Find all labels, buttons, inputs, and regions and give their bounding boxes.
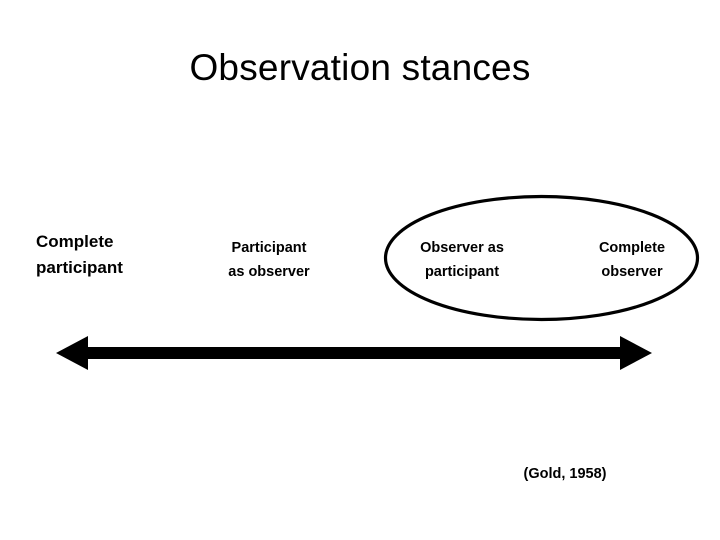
arrow-head-right xyxy=(620,336,652,370)
arrow-head-left xyxy=(56,336,88,370)
stance-label-line-1: Complete xyxy=(36,232,114,251)
citation-text: (Gold, 1958) xyxy=(523,466,607,482)
stance-label-line-2: as observer xyxy=(228,264,310,280)
stance-label-complete-observer: Complete observer xyxy=(562,236,702,284)
continuum-double-arrow xyxy=(52,330,656,376)
stance-label-line-1: Complete xyxy=(598,240,666,256)
stance-label-participant-as-observer: Participant as observer xyxy=(196,236,342,284)
highlight-ellipse xyxy=(383,195,700,321)
stance-label-line-2: participant xyxy=(424,264,500,280)
stance-label-observer-as-participant: Observer as participant xyxy=(392,236,532,284)
stance-label-complete-participant: Complete participant xyxy=(36,229,206,281)
arrow-shaft xyxy=(82,347,626,359)
page-title: Observation stances xyxy=(189,47,531,88)
stance-label-line-2: participant xyxy=(36,258,123,277)
stance-label-line-1: Observer as xyxy=(420,240,504,256)
ellipse-shape xyxy=(386,197,698,320)
stance-label-line-1: Participant xyxy=(231,240,307,256)
stance-label-line-2: observer xyxy=(601,264,663,280)
